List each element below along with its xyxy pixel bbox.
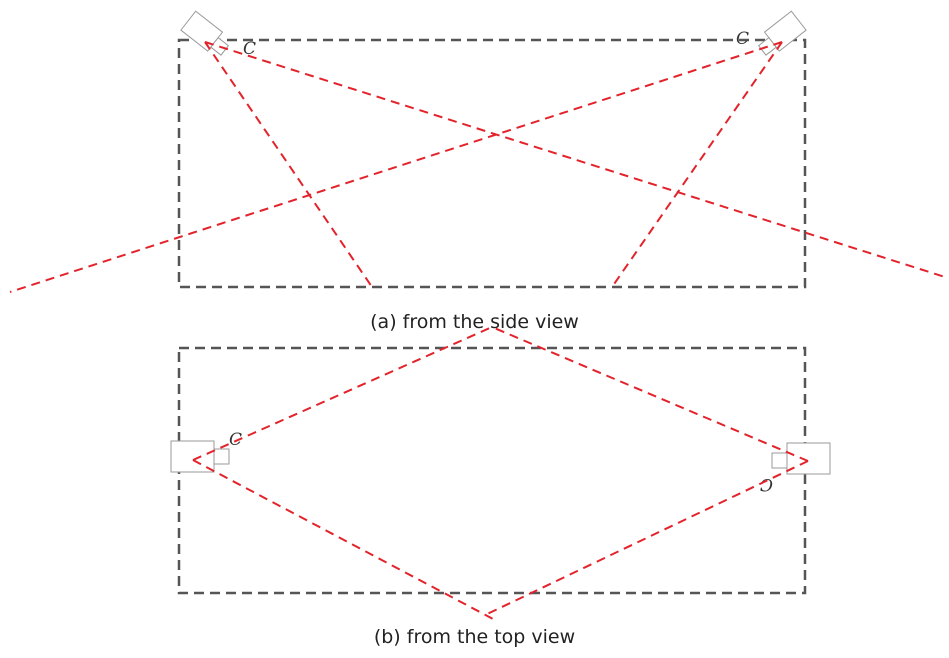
side-view-left-camera-label: C [243,39,256,59]
side-view-right-camera [757,10,807,56]
side-view-left-ray-steep [204,41,373,288]
side-view-right-camera-label: C [736,29,749,49]
top-view-left-ray-lower [192,459,496,621]
top-view-left-camera-lens [213,448,230,465]
top-view-right-ray-lower [482,460,809,617]
top-view-left-ray-upper [192,326,493,461]
side-view-right-ray-steep [611,41,783,288]
top-view-right-camera [771,442,831,475]
top-view-right-ray-upper [491,326,809,462]
side-view-right-ray-shallow [9,41,783,293]
side-view-left-ray-shallow [204,41,946,278]
top-view-panel: C C [170,326,831,621]
side-view-panel: C C [9,10,946,293]
top-view-room-outline [177,346,807,595]
top-view-right-camera-body [786,442,831,475]
side-view-left-camera [180,10,230,56]
top-view-caption: (b) from the top view [373,626,576,648]
top-view-right-camera-lens [771,452,788,469]
top-view-right-camera-label: C [760,474,773,494]
side-view-room-outline [177,38,807,289]
side-view-caption: (a) from the side view [370,311,579,333]
